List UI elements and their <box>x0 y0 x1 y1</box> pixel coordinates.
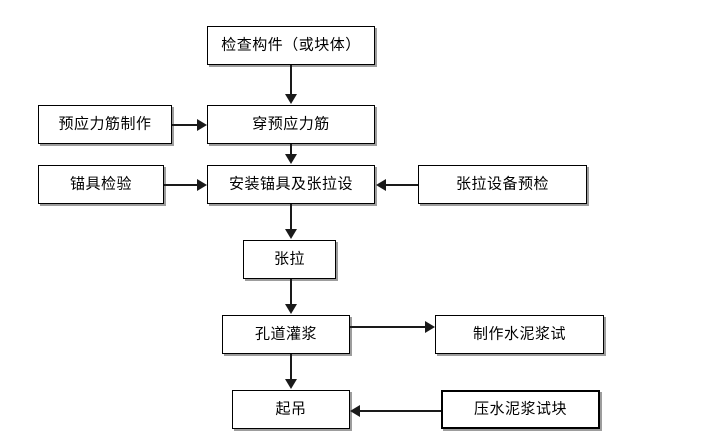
node-label: 压水泥浆试块 <box>473 400 567 418</box>
edge-thread-to-installanchor <box>290 144 292 156</box>
arrowhead-down-icon <box>285 94 297 104</box>
node-tensioning-equipment-precheck[interactable]: 张拉设备预检 <box>418 165 587 204</box>
node-tendon-fabrication[interactable]: 预应力筋制作 <box>38 105 172 144</box>
arrowhead-down-icon <box>285 229 297 239</box>
node-label: 检查构件（或块体） <box>221 36 361 54</box>
node-label: 张拉 <box>273 250 305 268</box>
edge-installanchor-to-tensioning <box>290 204 292 230</box>
node-make-cement-grout-specimen[interactable]: 制作水泥浆试 <box>435 315 604 354</box>
arrowhead-right-icon <box>425 321 435 333</box>
node-label: 锚具检验 <box>69 175 132 193</box>
node-grout-cube-compression-test[interactable]: 压水泥浆试块 <box>441 390 600 429</box>
arrowhead-right-icon <box>197 179 207 191</box>
node-duct-grouting[interactable]: 孔道灌浆 <box>222 315 350 354</box>
node-label: 预应力筋制作 <box>58 115 152 133</box>
arrowhead-right-icon <box>197 119 207 131</box>
edge-equipprecheck-to-installanchor <box>386 184 418 186</box>
edge-ductgrouting-to-groutsample <box>350 326 426 328</box>
edge-tensioning-to-ductgrouting <box>290 279 292 305</box>
node-install-anchor-and-jack[interactable]: 安装锚具及张拉设 <box>207 165 375 204</box>
edge-groutcubetest-to-lifting <box>360 410 441 412</box>
node-label: 孔道灌浆 <box>254 325 317 343</box>
edge-inspect-to-thread <box>290 65 292 95</box>
node-thread-tendon[interactable]: 穿预应力筋 <box>207 105 375 144</box>
arrowhead-left-icon <box>376 179 386 191</box>
node-inspect-component[interactable]: 检查构件（或块体） <box>207 26 375 65</box>
node-lifting[interactable]: 起吊 <box>232 390 350 429</box>
edge-ductgrouting-to-lifting <box>290 354 292 380</box>
node-label: 制作水泥浆试 <box>472 325 566 343</box>
node-label: 安装锚具及张拉设 <box>228 175 353 193</box>
arrowhead-left-icon <box>350 405 360 417</box>
edge-tendonfab-to-thread <box>172 124 198 126</box>
arrowhead-down-icon <box>285 304 297 314</box>
node-label: 穿预应力筋 <box>252 115 330 133</box>
node-label: 起吊 <box>275 400 307 418</box>
arrowhead-down-icon <box>285 154 297 164</box>
edge-anchorcheck-to-installanchor <box>164 184 198 186</box>
node-label: 张拉设备预检 <box>455 175 549 193</box>
arrowhead-down-icon <box>285 379 297 389</box>
node-tensioning[interactable]: 张拉 <box>243 240 336 279</box>
node-anchor-inspection[interactable]: 锚具检验 <box>38 165 164 204</box>
